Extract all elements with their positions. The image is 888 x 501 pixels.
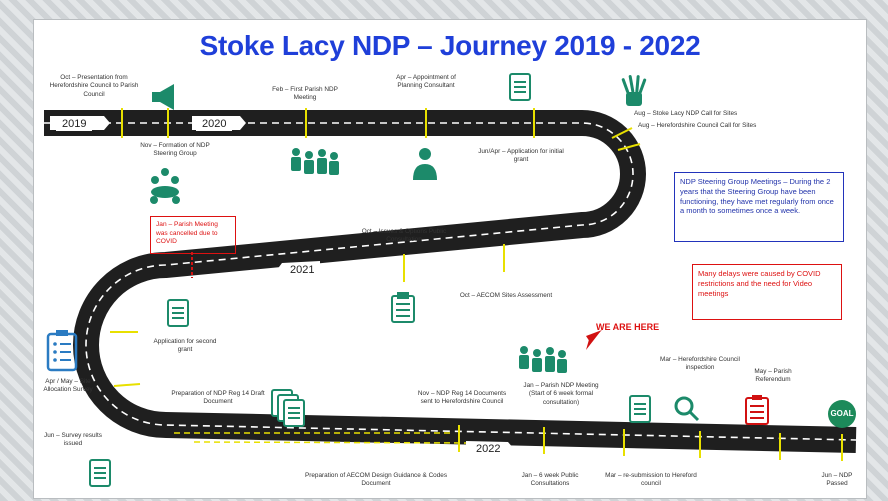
milestone-marker <box>617 143 641 151</box>
milestone-marker <box>113 383 141 387</box>
road-diagram <box>44 73 857 487</box>
milestone-apr-may-survey: Apr / May – Site Allocation Survey <box>43 378 93 394</box>
page-title: Stoke Lacy NDP – Journey 2019 - 2022 <box>199 30 701 61</box>
year-label-2020: 2020 <box>196 117 233 131</box>
we-are-here-label: WE ARE HERE <box>596 322 660 332</box>
stacked-documents-icon <box>271 389 305 427</box>
group-people-icon <box>519 346 567 373</box>
covid-cancelled-note: Jan – Parish Meeting was cancelled due t… <box>150 216 236 254</box>
consultant-icon <box>413 148 437 180</box>
milestone-jan-public-consult: Jan – 6 week Public Consultations <box>521 472 579 488</box>
ballot-clipboard-icon <box>745 395 769 425</box>
milestone-oct-aecom: Oct – AECOM Sites Assessment <box>459 292 553 299</box>
milestone-aug-call-sites: Aug – Stoke Lacy NDP Call for Sites <box>634 110 738 117</box>
milestone-aug-hc-call-sites: Aug – Herefordshire Council Call for Sit… <box>638 122 757 129</box>
milestone-jun-apr-application: Jun/Apr – Application for initial grant <box>478 148 564 164</box>
year-label-2022: 2022 <box>470 442 507 456</box>
group-people-icon <box>291 148 339 175</box>
milestone-nov-formation: Nov – Formation of NDP Steering Group <box>140 142 210 158</box>
year-label-2021: 2021 <box>284 263 321 277</box>
milestone-nov-reg14: Nov – NDP Reg 14 Documents sent to Heref… <box>417 390 507 406</box>
milestone-feb-first-meeting: Feb – First Parish NDP Meeting <box>272 86 338 102</box>
milestone-apr-appointment: Apr – Appointment of Planning Consultant <box>396 74 456 90</box>
megaphone-icon <box>152 84 174 110</box>
road-center-line <box>44 122 857 441</box>
milestone-oct-presentation: Oct – Presentation from Herefordshire Co… <box>49 74 139 98</box>
milestone-oct-issues: Oct – Issues & Options Public Consultati… <box>361 228 447 244</box>
milestone-prep-reg14: Preparation of NDP Reg 14 Draft Document <box>171 390 265 406</box>
magnifier-icon <box>674 396 700 422</box>
milestone-second-grant: Application for second grant <box>153 338 217 354</box>
meeting-table-icon <box>150 168 180 204</box>
milestone-jun-passed: Jun – NDP Passed <box>821 472 853 488</box>
hand-wave-icon <box>621 75 647 106</box>
document-icon <box>89 459 111 487</box>
document-icon <box>509 73 531 101</box>
clipboard-icon <box>391 292 415 323</box>
delays-note: Many delays were caused by COVID restric… <box>692 264 842 320</box>
milestone-prep-aecom-design: Preparation of AECOM Design Guidance & C… <box>304 472 448 488</box>
arrow-icon <box>586 330 602 342</box>
milestone-jun-survey: Jun – Survey results issued <box>44 432 102 448</box>
milestone-mar-resubmission: Mar – re-submission to Hereford council <box>605 472 697 488</box>
steering-group-note: NDP Steering Group Meetings – During the… <box>674 172 844 242</box>
slide: Stoke Lacy NDP – Journey 2019 - 2022 <box>34 20 866 498</box>
milestone-may-referendum: May – Parish Referendum <box>754 368 792 384</box>
document-icon <box>167 299 189 327</box>
milestone-marker <box>611 127 633 139</box>
year-label-2019: 2019 <box>56 117 93 131</box>
progress-band <box>193 441 475 444</box>
checklist-icon <box>46 330 78 372</box>
goal-badge: GOAL <box>828 400 856 428</box>
milestone-jan-parish-meeting: Jan – Parish NDP Meeting (Start of 6 wee… <box>523 382 599 406</box>
document-icon <box>629 395 651 423</box>
milestone-mar-inspection: Mar – Herefordshire Council inspection <box>660 356 740 372</box>
